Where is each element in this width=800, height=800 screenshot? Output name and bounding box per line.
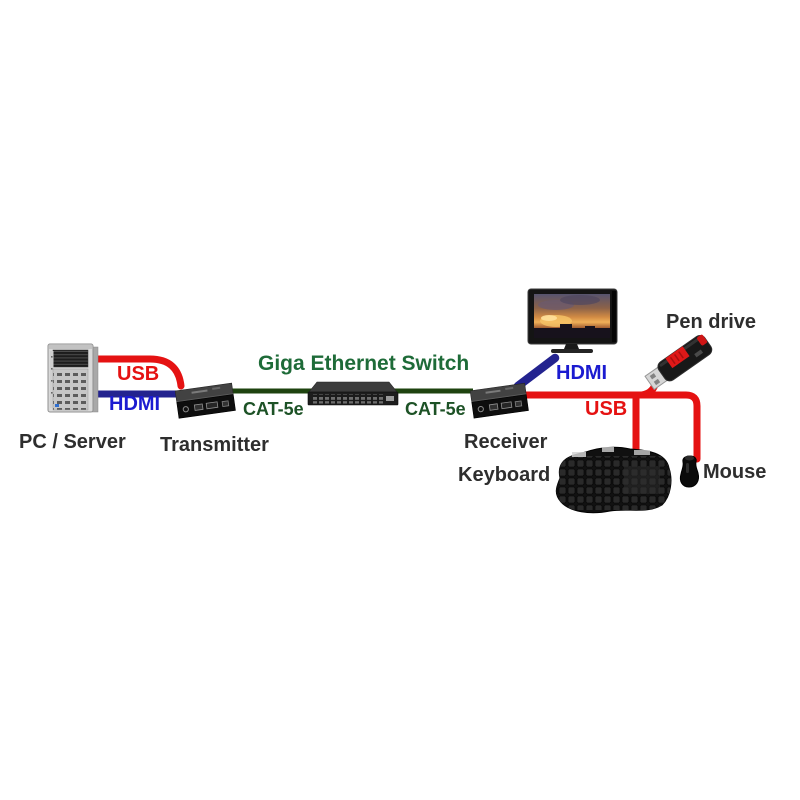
usb-cable-receiver-to-mouse xyxy=(520,391,701,463)
usb-cable-label-right: USB xyxy=(585,398,628,420)
cat5e-label-right: CAT-5e xyxy=(405,399,466,419)
keyboard-label: Keyboard xyxy=(458,464,551,486)
ethernet-switch-icon xyxy=(307,381,399,406)
monitor-icon xyxy=(527,288,618,353)
cat5e-label-left: CAT-5e xyxy=(243,399,304,419)
giga-ethernet-switch-title: Giga Ethernet Switch xyxy=(258,352,470,375)
pc-tower-icon xyxy=(47,343,99,413)
hdmi-cable-label-right: HDMI xyxy=(556,362,608,384)
mouse-icon xyxy=(679,455,699,488)
transmitter-box-icon xyxy=(174,382,236,419)
receiver-box-icon xyxy=(469,382,529,419)
hdmi-cable-label-left: HDMI xyxy=(109,393,161,415)
keyboard-icon xyxy=(555,446,672,514)
hdmi-cable-receiver-to-monitor xyxy=(513,353,560,391)
mouse-label: Mouse xyxy=(703,461,767,483)
pen-drive-icon xyxy=(644,334,713,391)
receiver-label: Receiver xyxy=(464,431,548,453)
usb-cable-pc-to-transmitter xyxy=(92,355,185,390)
usb-cable-label-left: USB xyxy=(117,363,160,385)
transmitter-label: Transmitter xyxy=(160,434,269,456)
pc-server-label: PC / Server xyxy=(19,431,126,453)
pen-drive-label: Pen drive xyxy=(666,311,757,333)
